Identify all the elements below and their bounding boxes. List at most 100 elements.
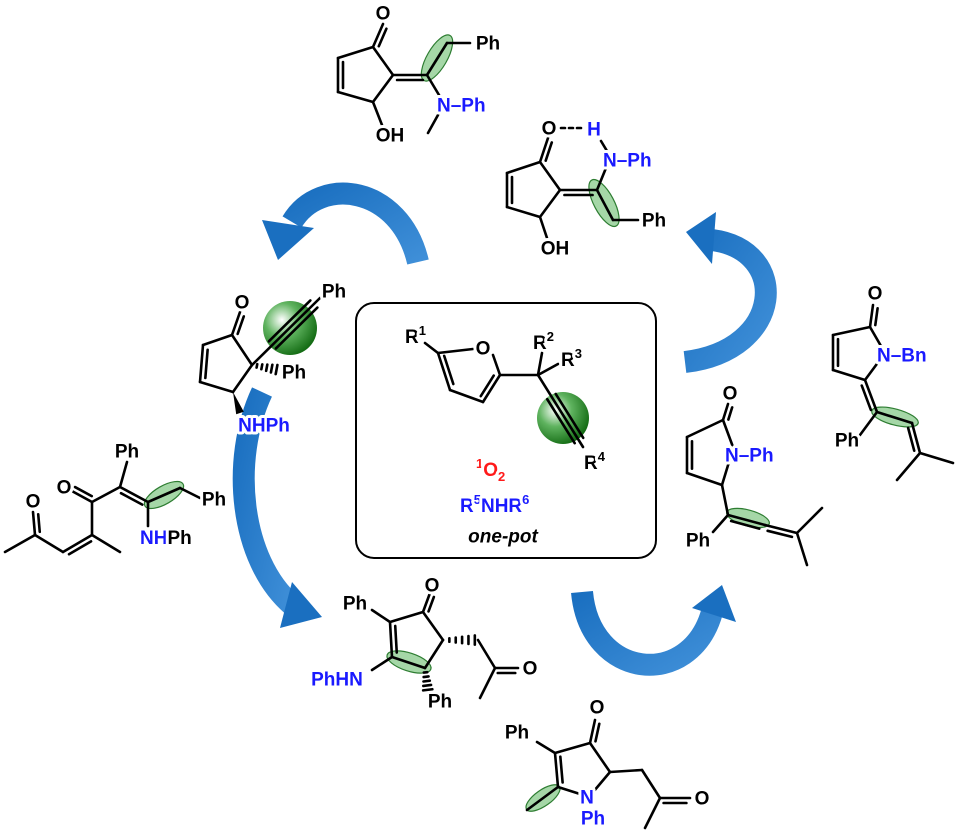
atom-label: PhHN [311,670,363,691]
reaction-arrows [232,182,777,676]
bond [643,796,662,830]
acyclic-nhph-label: NHPh [137,525,195,552]
bond [831,368,867,382]
amine-reagent-label: R5NHR6 [460,492,529,517]
bond [36,513,42,534]
atom-label: N–Bn [877,346,927,367]
atom-label: O [26,492,41,513]
atom-label: OH [541,239,570,260]
bond [478,666,497,700]
bond [538,215,549,240]
center-box [355,302,657,559]
bond [336,90,375,104]
bond [377,27,388,48]
bond [436,347,475,355]
bond [370,608,392,624]
bond [427,595,436,613]
atom-label: Ph [476,34,500,55]
atom-label: Ph [202,490,226,511]
atom-label: O [723,384,738,405]
atom-label: O [542,119,557,140]
bond [274,306,319,350]
bond [393,624,399,654]
bond [230,310,242,337]
bond [250,296,322,367]
wedge-bond [233,392,244,415]
bond [910,421,922,455]
bond [371,22,385,49]
bond [860,384,873,412]
atom-label: Ph [505,723,529,744]
bond [535,740,557,755]
bond [545,397,577,445]
atom-label: O [868,284,883,305]
bond [267,299,312,343]
bond [505,160,542,175]
bond [255,362,259,369]
atom-label: O [57,478,72,499]
atom-label: OH [376,126,405,147]
bond [425,41,449,77]
bond [269,363,274,374]
bond [425,73,444,102]
curved-arrow-icon [683,212,777,373]
bond [421,591,432,614]
atom-label: O [695,789,710,810]
bond [553,741,592,755]
bond [422,679,432,683]
atom-label: N [580,788,594,809]
bond [594,722,601,743]
atom-label: H [587,120,601,141]
bond [538,188,562,219]
bond [868,325,887,355]
bond [559,755,564,784]
bond [371,100,384,127]
bond [421,610,445,642]
atom-label: Ph [282,363,306,384]
bond [538,160,562,192]
bond [721,418,735,449]
r3-label: R3 [561,346,582,371]
atom-label: O [425,576,440,597]
bond [422,683,433,688]
bond [436,351,452,392]
atom-label: N–Ph [725,446,774,467]
bond [118,460,129,489]
bond [481,373,502,404]
bond [863,378,879,414]
atom-label: O [523,659,538,680]
bond [33,533,65,554]
bond [371,73,395,104]
curved-arrow-icon [232,387,322,628]
bond [720,483,730,517]
bond [90,485,122,504]
bond [491,353,502,377]
nhph-label: NHPh [140,528,192,549]
bond [875,410,914,425]
atom-label: N–Ph [603,151,652,172]
singlet-oxygen-label: 1O2 [476,456,505,484]
bond [863,351,887,382]
one-pot-condition: one-pot [468,527,538,548]
bond [795,506,824,535]
bond [505,205,542,219]
bond [68,488,94,504]
bond [727,406,734,421]
bond [721,402,730,422]
bond [336,45,375,60]
bond [370,655,394,672]
bond [426,113,440,135]
bond [201,333,234,347]
bond [544,141,554,163]
atom-label: Ph [322,282,346,303]
atom-label: O [235,293,250,314]
bond [918,451,955,465]
bond [178,486,202,500]
bond [371,45,395,77]
bond [421,687,434,692]
bond [231,363,254,394]
bond [595,188,615,222]
bond [423,638,445,670]
atom-label: Ph [343,594,367,615]
